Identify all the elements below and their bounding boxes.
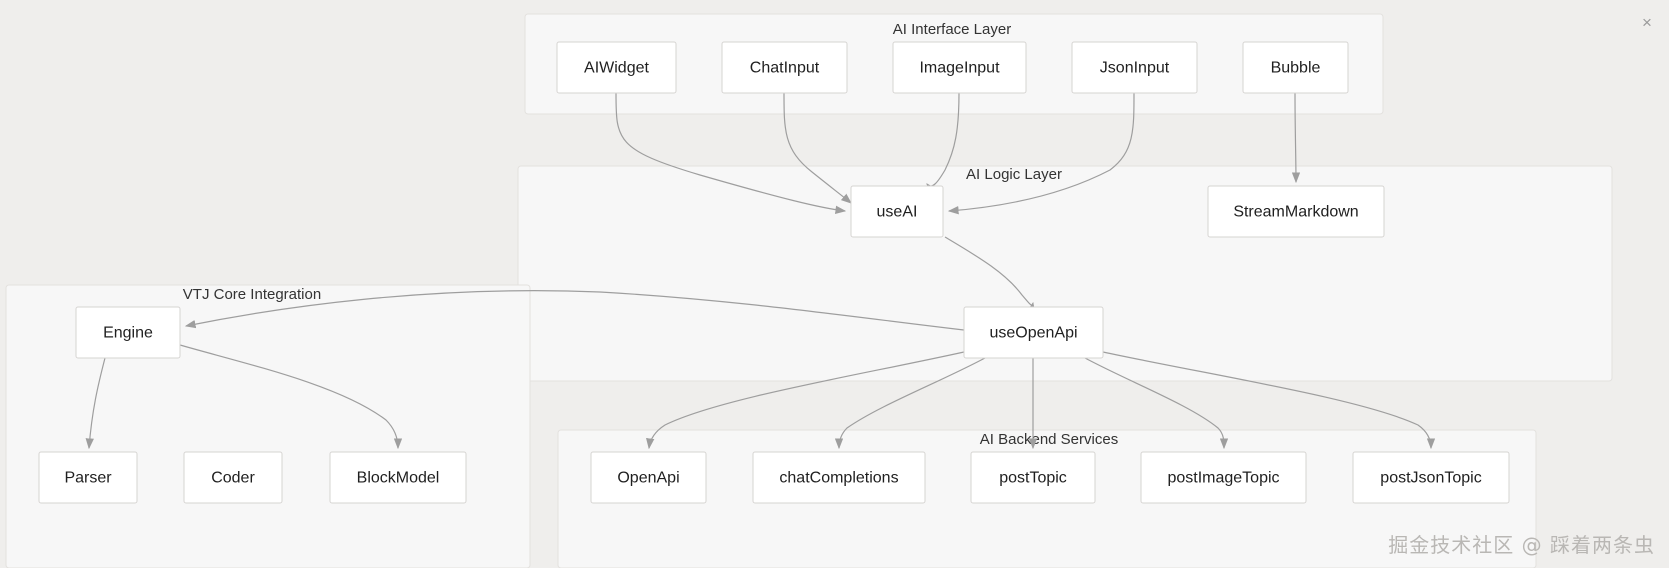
node-label-chatcompletions: chatCompletions xyxy=(779,470,898,487)
node-label-imageinput: ImageInput xyxy=(919,60,1000,77)
edge-group xyxy=(85,92,1436,450)
node-box-useai[interactable] xyxy=(850,185,944,238)
node-box-posttopic[interactable] xyxy=(970,451,1096,504)
edge-aiwidget-to-useai xyxy=(615,92,847,215)
edge-chatinput-to-useai xyxy=(783,92,852,204)
node-label-blockmodel: BlockModel xyxy=(357,470,440,487)
cluster-label-backend: AI Backend Services xyxy=(980,431,1118,448)
edge-useopenapi-to-postjsontopic xyxy=(1102,351,1436,450)
node-box-postimagetopic[interactable] xyxy=(1140,451,1307,504)
node-streammarkdown[interactable]: StreamMarkdown xyxy=(1207,185,1385,238)
edge-engine-to-blockmodel xyxy=(179,344,403,450)
node-imageinput[interactable]: ImageInput xyxy=(892,41,1027,94)
node-chatinput[interactable]: ChatInput xyxy=(721,41,848,94)
node-box-streammarkdown[interactable] xyxy=(1207,185,1385,238)
node-openapi[interactable]: OpenApi xyxy=(590,451,707,504)
node-label-coder: Coder xyxy=(211,470,255,487)
edge-bubble-to-streammarkdown xyxy=(1291,92,1301,184)
node-box-chatcompletions[interactable] xyxy=(752,451,926,504)
node-blockmodel[interactable]: BlockModel xyxy=(329,451,467,504)
node-box-openapi[interactable] xyxy=(590,451,707,504)
cluster-label-logic: AI Logic Layer xyxy=(966,166,1062,183)
cluster-label-vtj: VTJ Core Integration xyxy=(183,286,321,303)
node-label-bubble: Bubble xyxy=(1271,60,1321,77)
node-box-coder[interactable] xyxy=(183,451,283,504)
edge-jsoninput-to-useai xyxy=(947,92,1135,215)
node-useopenapi[interactable]: useOpenApi xyxy=(963,306,1104,359)
node-label-openapi: OpenApi xyxy=(617,470,679,487)
node-group: AIWidget ChatInput ImageInput JsonInput Bubb… xyxy=(38,41,1510,504)
node-aiwidget[interactable]: AIWidget xyxy=(556,41,677,94)
node-box-postjsontopic[interactable] xyxy=(1352,451,1510,504)
cluster-label-interface: AI Interface Layer xyxy=(893,21,1011,38)
node-box-useopenapi[interactable] xyxy=(963,306,1104,359)
edge-useopenapi-to-engine xyxy=(184,290,965,331)
node-label-useai: useAI xyxy=(877,204,918,221)
node-postimagetopic[interactable]: postImageTopic xyxy=(1140,451,1307,504)
node-label-useopenapi: useOpenApi xyxy=(989,325,1077,342)
node-label-postimagetopic: postImageTopic xyxy=(1167,470,1279,487)
edge-useopenapi-to-postimagetopic xyxy=(1084,357,1229,450)
node-box-chatinput[interactable] xyxy=(721,41,848,94)
node-postjsontopic[interactable]: postJsonTopic xyxy=(1352,451,1510,504)
node-label-jsoninput: JsonInput xyxy=(1100,60,1170,77)
node-label-parser: Parser xyxy=(64,470,112,487)
node-label-posttopic: postTopic xyxy=(999,470,1067,487)
node-label-postjsontopic: postJsonTopic xyxy=(1380,470,1481,487)
node-coder[interactable]: Coder xyxy=(183,451,283,504)
node-chatcompletions[interactable]: chatCompletions xyxy=(752,451,926,504)
node-box-jsoninput[interactable] xyxy=(1071,41,1198,94)
node-label-streammarkdown: StreamMarkdown xyxy=(1233,204,1358,221)
node-box-blockmodel[interactable] xyxy=(329,451,467,504)
node-bubble[interactable]: Bubble xyxy=(1242,41,1349,94)
node-label-chatinput: ChatInput xyxy=(750,60,820,77)
edge-useopenapi-to-openapi xyxy=(646,351,965,450)
edge-useopenapi-to-chatcompletions xyxy=(834,357,986,450)
edge-useai-to-useopenapi xyxy=(944,236,1036,314)
node-parser[interactable]: Parser xyxy=(38,451,138,504)
node-useai[interactable]: useAI xyxy=(850,185,944,238)
edge-engine-to-parser xyxy=(85,357,106,450)
node-jsoninput[interactable]: JsonInput xyxy=(1071,41,1198,94)
node-engine[interactable]: Engine xyxy=(75,306,181,359)
node-posttopic[interactable]: postTopic xyxy=(970,451,1096,504)
node-box-engine[interactable] xyxy=(75,306,181,359)
node-label-engine: Engine xyxy=(103,325,153,342)
node-box-imageinput[interactable] xyxy=(892,41,1027,94)
node-box-bubble[interactable] xyxy=(1242,41,1349,94)
close-icon[interactable]: × xyxy=(1642,12,1652,32)
node-box-parser[interactable] xyxy=(38,451,138,504)
node-label-aiwidget: AIWidget xyxy=(584,60,649,77)
node-box-aiwidget[interactable] xyxy=(556,41,677,94)
